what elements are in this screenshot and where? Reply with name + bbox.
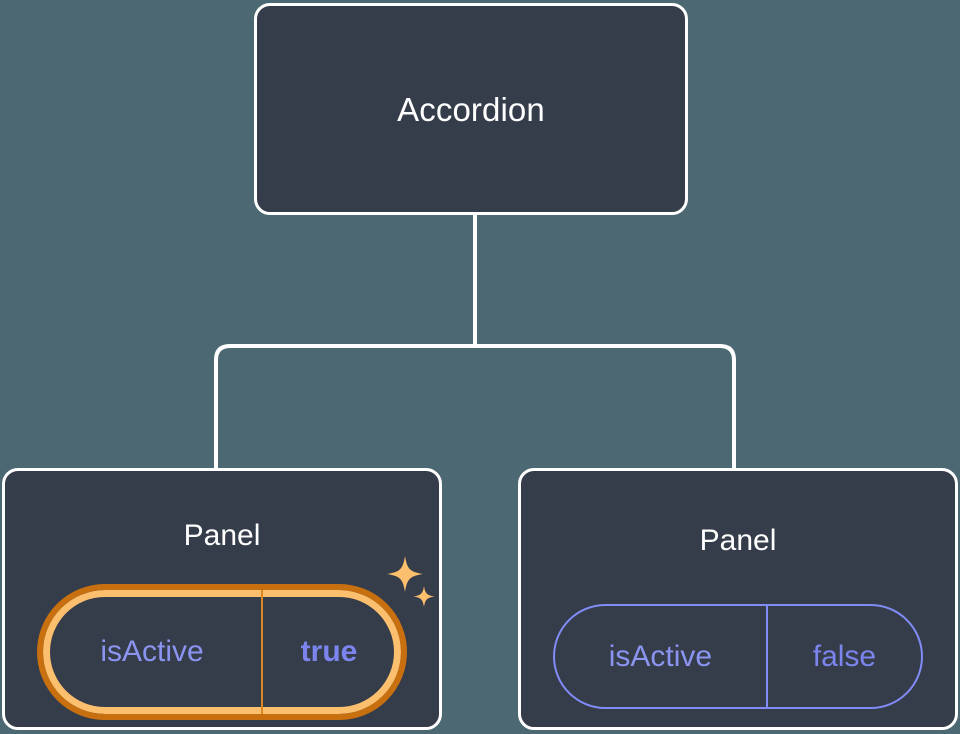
node-panel-inactive[interactable]: Panel isActive false	[518, 468, 958, 730]
node-panel-active[interactable]: Panel isActive true	[2, 468, 442, 730]
prop-key-label: isActive	[100, 635, 204, 668]
prop-key-cell: isActive	[555, 606, 768, 707]
prop-pill-isactive-true[interactable]: isActive true	[37, 584, 407, 720]
sparkle-small-icon	[413, 586, 435, 607]
prop-pill-inactive-wrapper: isActive false	[553, 604, 923, 709]
node-accordion[interactable]: Accordion	[254, 3, 688, 215]
prop-pill-isactive-false[interactable]: isActive false	[553, 604, 923, 709]
node-panel-active-label: Panel	[183, 519, 261, 552]
node-accordion-label: Accordion	[397, 90, 545, 128]
prop-value-label: true	[300, 635, 358, 668]
prop-value-cell: false	[768, 606, 921, 707]
prop-value-cell: true	[263, 590, 395, 714]
node-panel-inactive-label: Panel	[699, 524, 777, 557]
prop-value-label: false	[812, 639, 877, 673]
prop-key-label: isActive	[608, 639, 713, 673]
prop-key-cell: isActive	[43, 590, 263, 714]
sparkle-large-icon	[387, 556, 423, 592]
prop-pill-active-wrapper: isActive true	[37, 556, 435, 720]
